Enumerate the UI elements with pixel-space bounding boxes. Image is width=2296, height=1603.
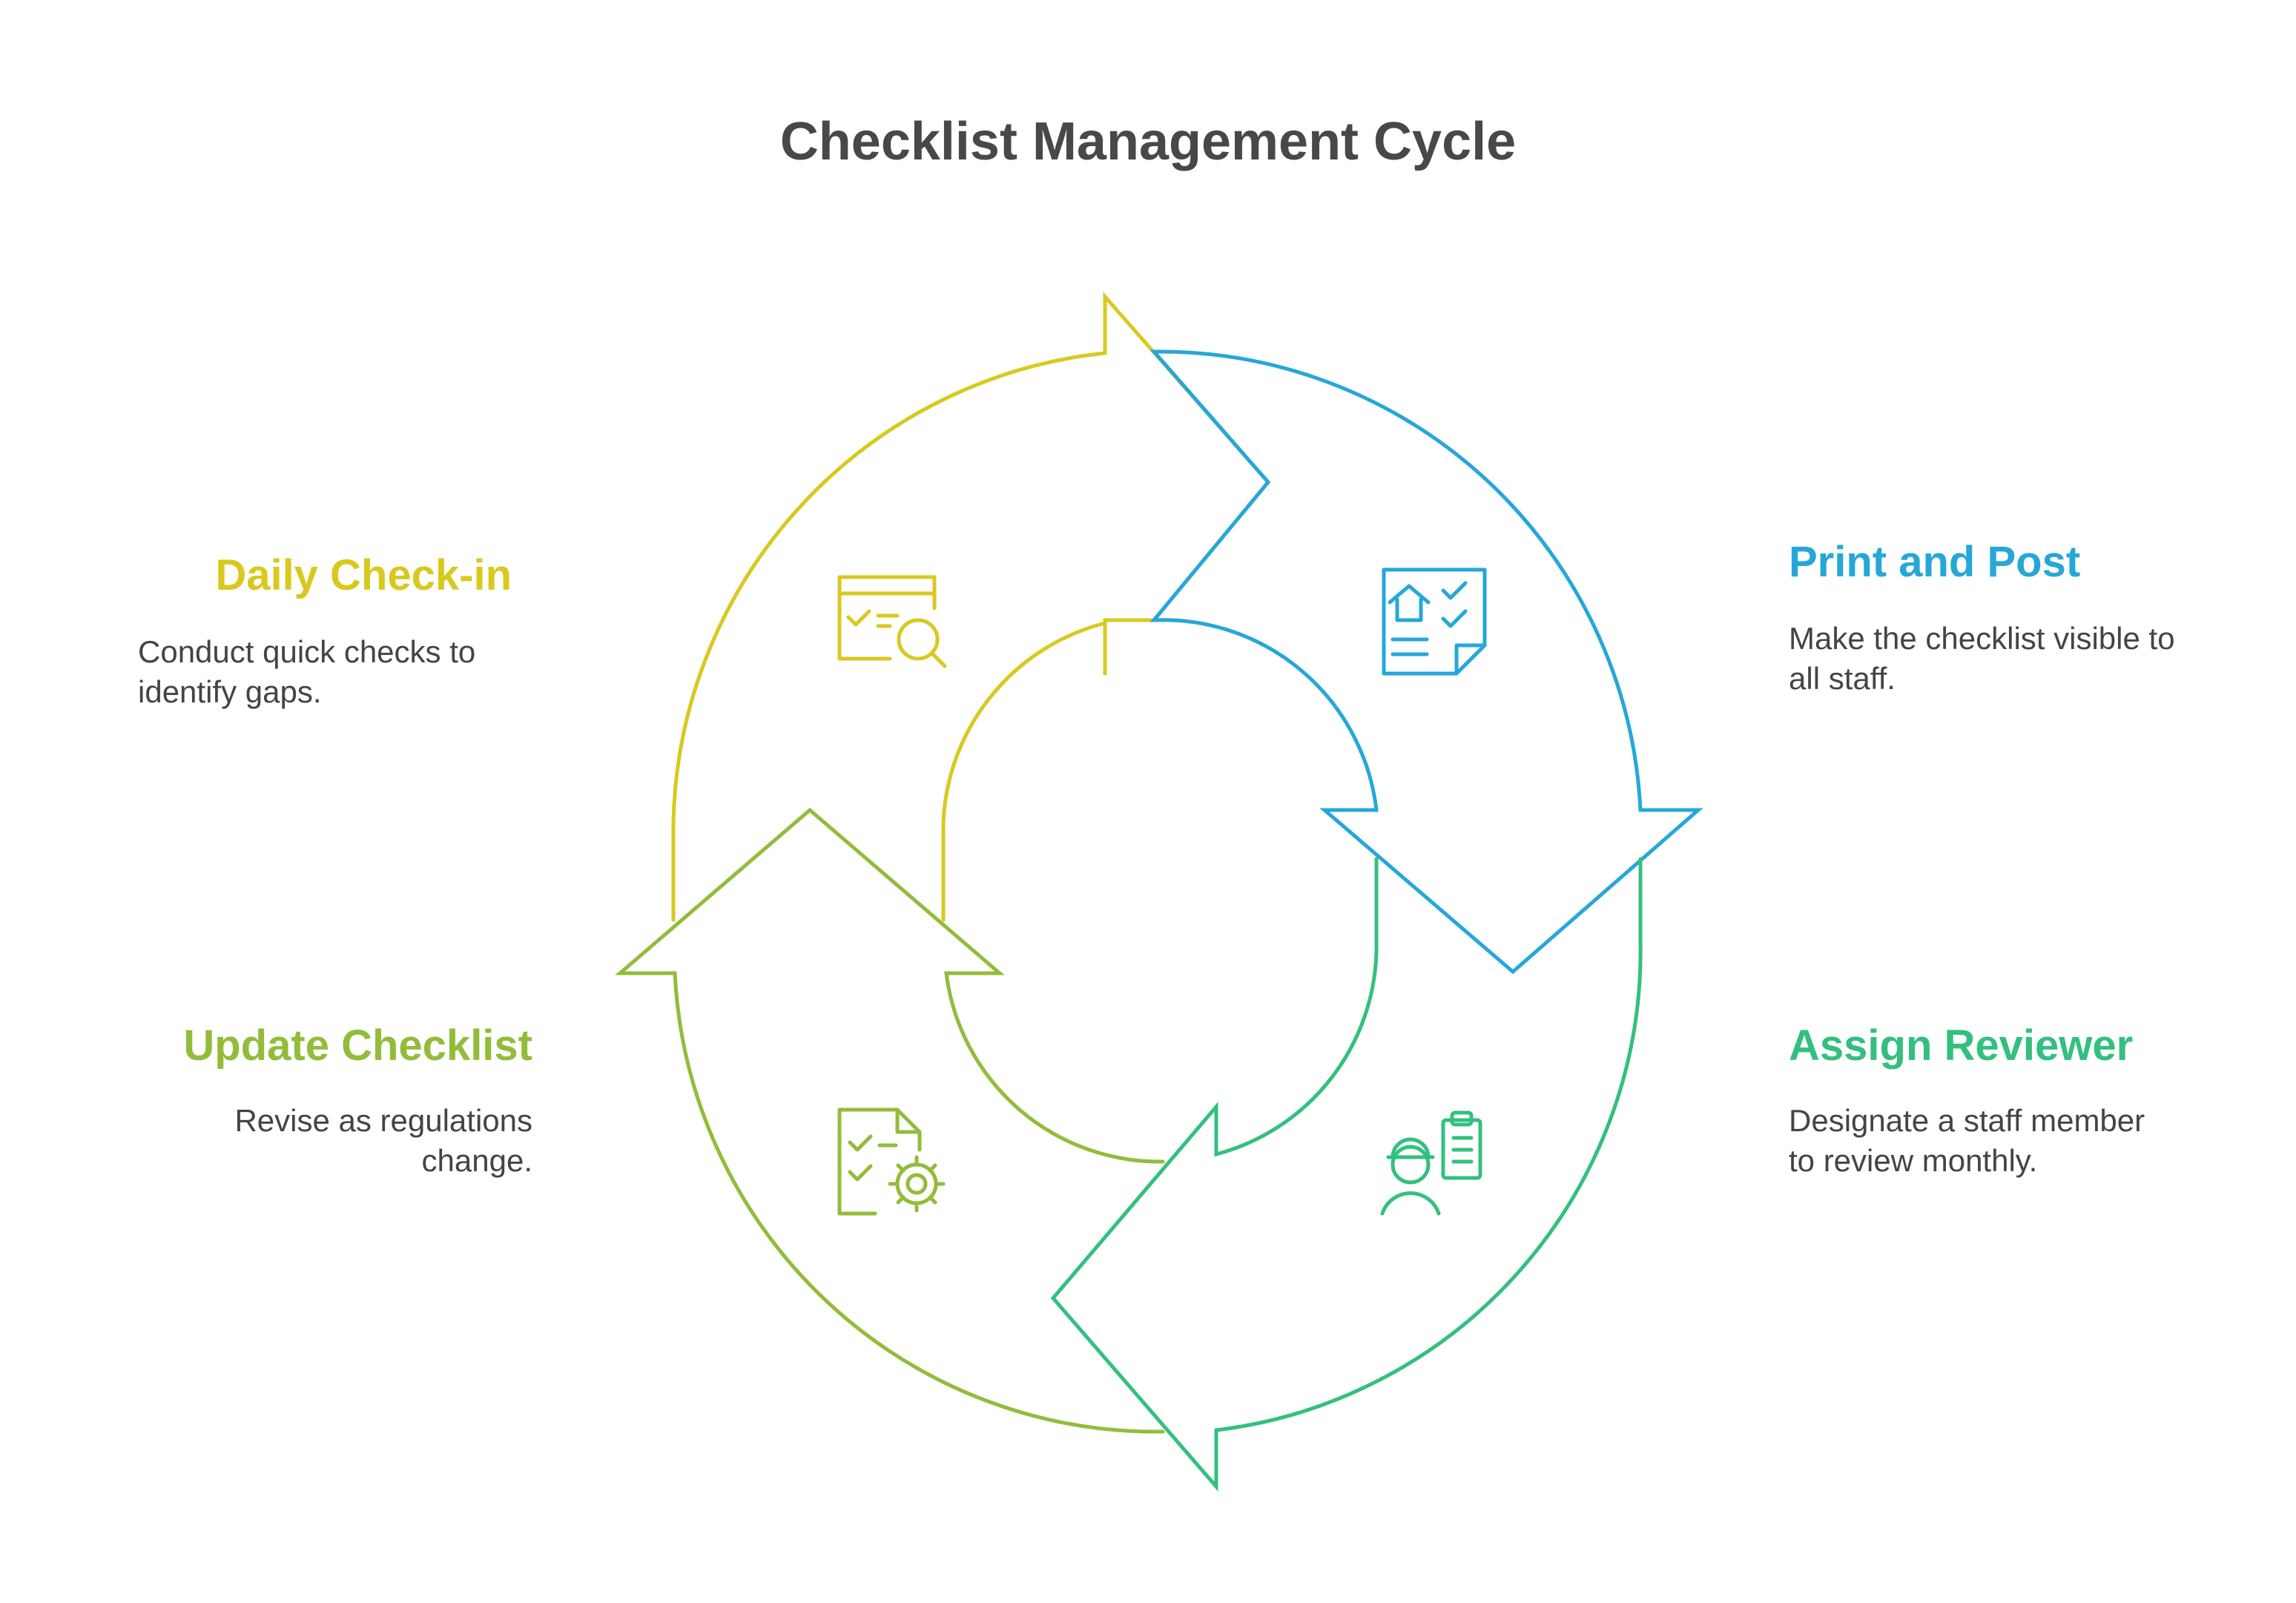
description-line: all staff. xyxy=(1789,661,1896,696)
step-title-daily-check-in: Daily Check-in xyxy=(215,551,512,599)
step-description-daily-check-in: Conduct quick checks to identify gaps. xyxy=(138,632,475,712)
diagram-title: Checklist Management Cycle xyxy=(779,112,1517,171)
cycle-arrow-print-and-post xyxy=(1149,349,1703,975)
step-title-print-and-post: Print and Post xyxy=(1789,538,2081,586)
step-description-update-checklist: Revise as regulations change. xyxy=(234,1101,532,1181)
cycle-arrow-assign-reviewer xyxy=(1050,857,1643,1492)
step-title-update-checklist: Update Checklist xyxy=(183,1021,532,1070)
checklist-search-icon xyxy=(837,575,947,668)
step-description-assign-reviewer: Designate a staff member to review month… xyxy=(1789,1101,2145,1181)
cycle-arrow-daily-check-in xyxy=(671,292,1271,922)
document-gear-icon xyxy=(837,1107,946,1216)
description-line: identify gaps. xyxy=(138,674,322,709)
description-line: Make the checklist visible to xyxy=(1789,621,2175,656)
description-line: Revise as regulations xyxy=(234,1103,532,1138)
posted-checklist-icon xyxy=(1382,567,1487,676)
step-description-print-and-post: Make the checklist visible to all staff. xyxy=(1789,619,2175,699)
cycle-arrow-update-checklist xyxy=(615,807,1165,1434)
description-line: Designate a staff member xyxy=(1789,1103,2145,1138)
description-line: Conduct quick checks to xyxy=(138,634,476,669)
step-title-assign-reviewer: Assign Reviewer xyxy=(1789,1021,2134,1070)
description-line: change. xyxy=(421,1143,532,1178)
description-line: to review monthly. xyxy=(1789,1143,2038,1178)
reviewer-clipboard-icon xyxy=(1380,1110,1482,1216)
